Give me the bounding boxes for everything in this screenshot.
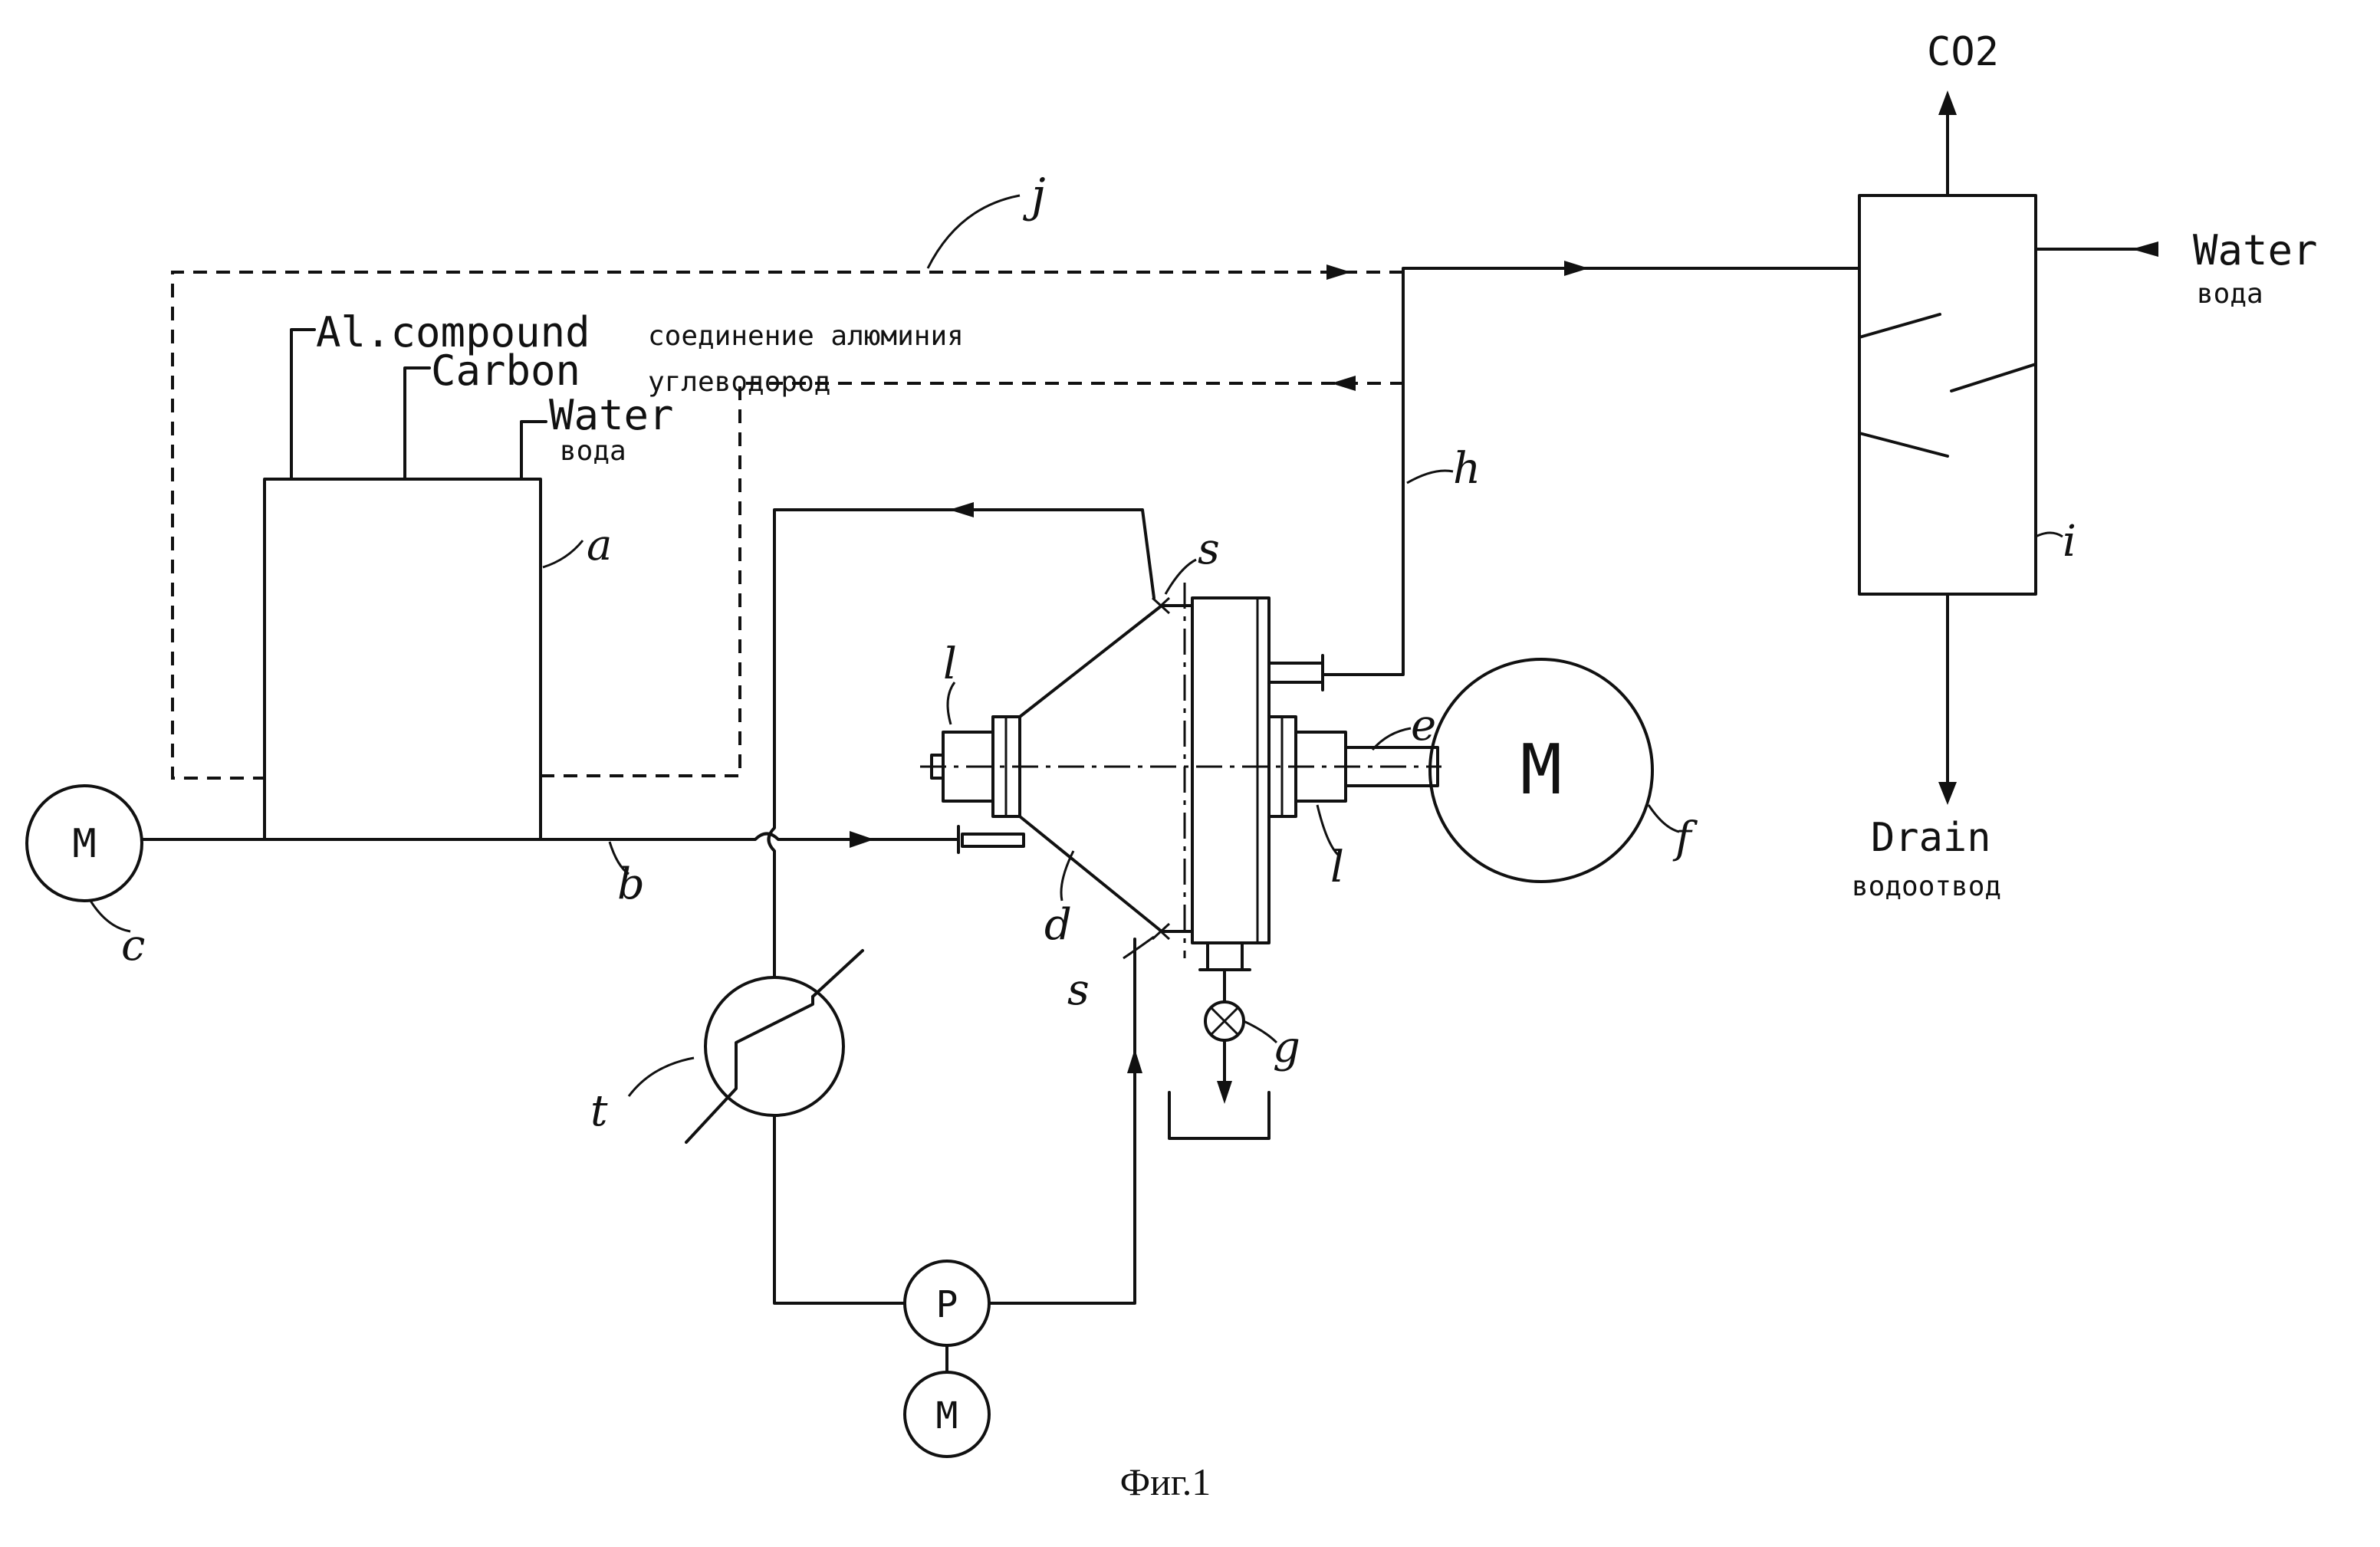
- motor-f-label: M: [1520, 730, 1562, 810]
- leader-t: [629, 1058, 694, 1096]
- ref-letter-s-top: s: [1198, 524, 1220, 574]
- feed-carbon-label: Carbon: [431, 347, 580, 395]
- figure-caption: Фиг.1: [1120, 1460, 1211, 1503]
- feed-al-compound-ru-label: соединение алюминия: [648, 320, 964, 352]
- feed-water-ru-label: вода: [560, 435, 626, 467]
- ref-letter-b: b: [617, 859, 645, 909]
- leader-f: [1649, 805, 1679, 832]
- ref-letter-i: i: [2063, 517, 2076, 567]
- ref-letter-j: j: [1023, 169, 1046, 222]
- gas-line-h: [1323, 261, 1859, 675]
- drain-output-ru-label: водоотвод: [1852, 871, 2001, 902]
- water-inlet-ru-label: вода: [2197, 278, 2263, 310]
- water-inlet-label: Water: [2193, 226, 2318, 274]
- ref-letter-s-bottom: s: [1067, 965, 1090, 1015]
- leader-j: [928, 195, 1020, 268]
- ref-letter-d: d: [1044, 900, 1072, 950]
- mixing-vessel-a: [265, 330, 546, 839]
- ref-letter-g: g: [1273, 1023, 1300, 1072]
- ref-letter-c: c: [121, 921, 145, 971]
- ref-letter-t: t: [590, 1086, 608, 1136]
- co2-output-label: CO2: [1927, 29, 1999, 75]
- ref-letter-f: f: [1672, 813, 1698, 863]
- scrubber-column-i: [1859, 90, 2158, 805]
- pump-motor-label: M: [936, 1394, 958, 1437]
- feed-water-label: Water: [549, 391, 674, 439]
- motor-c-label: M: [72, 821, 96, 867]
- discharge-valve-g: [1169, 970, 1269, 1138]
- ref-letter-h: h: [1453, 444, 1481, 494]
- leader-g: [1244, 1021, 1277, 1043]
- ref-letter-l-bottom: l: [1330, 842, 1344, 892]
- ref-letter-l-top: l: [943, 639, 957, 689]
- recirculation-loop: [769, 502, 1155, 1303]
- pump-p-label: P: [936, 1283, 958, 1326]
- ref-letter-a: a: [587, 521, 612, 570]
- heat-exchanger-t: [686, 951, 863, 1142]
- feed-line-arrow: [850, 831, 874, 848]
- leader-s-top: [1165, 560, 1196, 594]
- leader-i: [2036, 533, 2063, 537]
- centrifuge-d: [920, 583, 1441, 970]
- leader-h: [1407, 471, 1453, 483]
- leader-s-bottom: [1123, 937, 1154, 958]
- drain-output-label: Drain: [1871, 815, 1991, 861]
- leader-a: [543, 540, 583, 567]
